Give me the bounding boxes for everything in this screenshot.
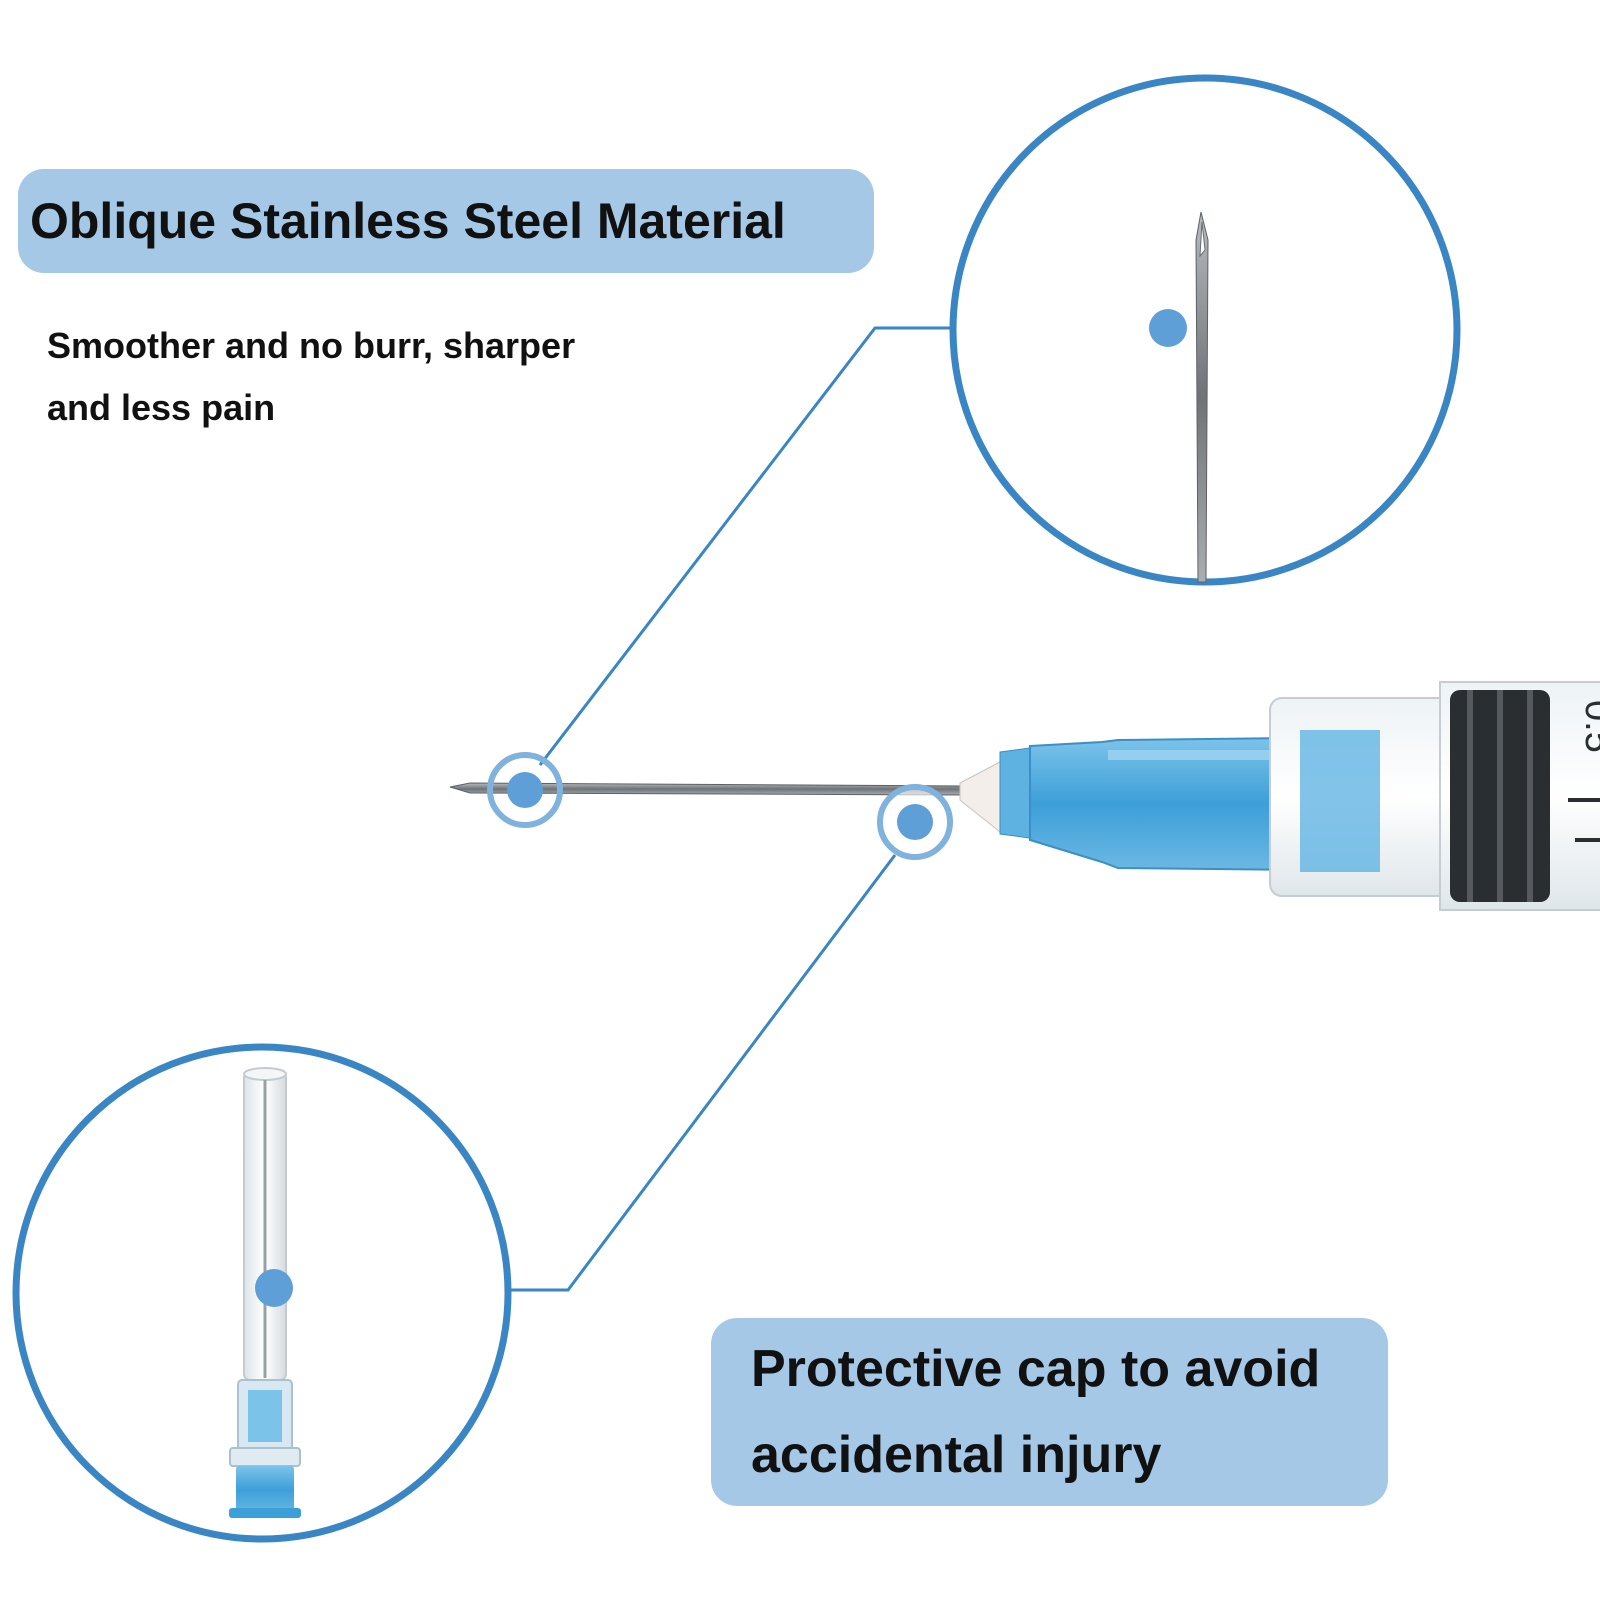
needle-hub [999,747,1031,839]
feature-description-line-2: and less pain [47,387,276,428]
feature-description-line-1: Smoother and no burr, sharper [47,325,576,366]
feature-title-label: Oblique Stainless Steel Material [18,169,874,273]
needle-with-cap-closeup [229,1067,301,1518]
ring-marker-needle-base [877,784,953,860]
feature-title: Oblique Stainless Steel Material [30,193,786,249]
protective-cap-line-1: Protective cap to avoid [751,1340,1321,1398]
ring-marker-needle-tip [487,752,563,828]
barrel-marking: 0.5 [1577,700,1600,753]
callout-dot-bottom [255,1269,293,1307]
syringe: 0.5 [449,681,1600,911]
feature-description: Smoother and no burr, sharper and less p… [47,315,667,439]
needle-tip-closeup [1195,211,1209,583]
protective-cap-line-2: accidental injury [751,1426,1162,1484]
callout-dot-top [1149,309,1187,347]
protective-cap-label: Protective cap to avoid accidental injur… [711,1318,1388,1506]
